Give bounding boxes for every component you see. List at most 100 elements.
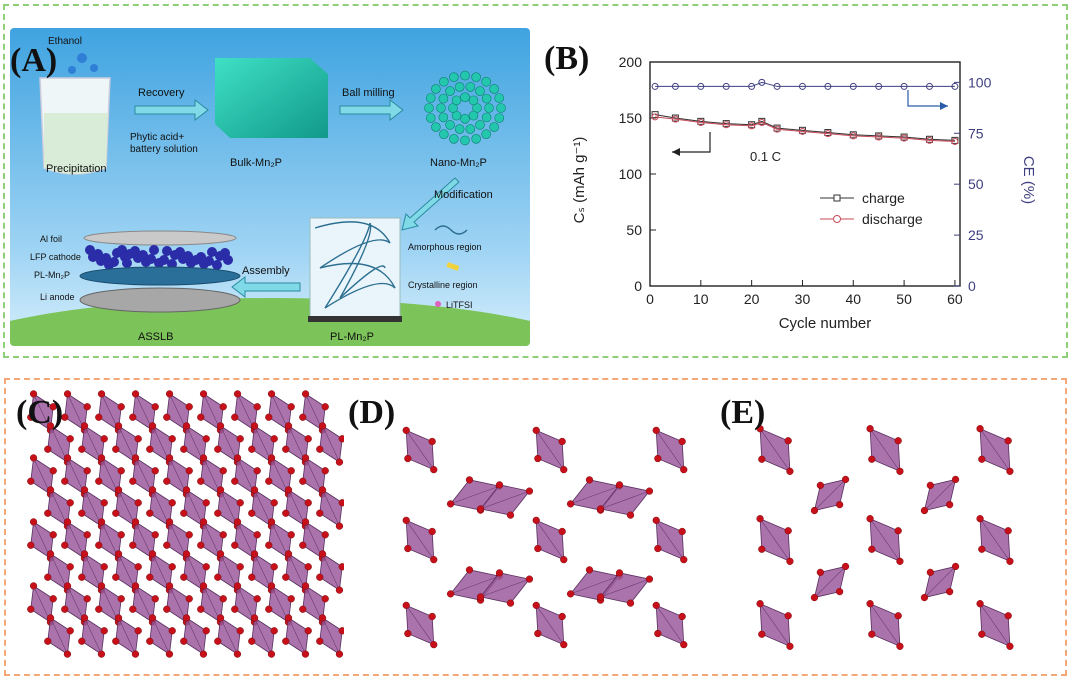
recovery-arrow (134, 98, 209, 122)
oxygen-atom (267, 650, 276, 658)
cathode-particle (141, 257, 151, 267)
oxygen-atom (287, 595, 295, 603)
y2-tick-label: 75 (968, 125, 984, 141)
cathode-particle (96, 256, 106, 266)
oxygen-atom (148, 422, 157, 430)
oxygen-atom (129, 605, 137, 613)
polymer-fiber (324, 282, 396, 309)
oxygen-atom (61, 605, 69, 613)
nano-particle (496, 103, 506, 113)
oxygen-atom (652, 516, 660, 524)
oxygen-atom (978, 545, 986, 553)
oxygen-atom (654, 544, 662, 553)
nano-particle (425, 113, 436, 123)
panel-label-b: (B) (544, 40, 590, 77)
nano-particle (481, 112, 492, 123)
oxygen-atom (786, 557, 794, 565)
oxygen-atom (318, 422, 327, 430)
discharge-point (722, 121, 730, 129)
oxygen-atom (534, 454, 542, 463)
oxygen-atom (532, 426, 540, 434)
oxygen-atom (182, 486, 191, 494)
oxygen-atom (233, 650, 242, 658)
oxygen-atom (78, 573, 86, 581)
oxygen-atom (335, 458, 344, 466)
oxygen-atom (131, 582, 140, 590)
oxygen-atom (402, 516, 410, 524)
oxygen-atom (117, 531, 125, 539)
oxygen-atom (182, 614, 191, 622)
oxygen-atom (197, 477, 205, 485)
oxygen-atom (951, 562, 960, 571)
oxygen-atom (946, 501, 954, 509)
x-tick-label: 40 (845, 291, 861, 307)
oxygen-atom (95, 413, 103, 421)
oxygen-atom (248, 445, 256, 453)
oxygen-atom (920, 593, 929, 602)
top-frame (3, 4, 1068, 358)
oxygen-atom (100, 499, 108, 507)
discharge-point (697, 118, 705, 126)
discharge-point (824, 130, 832, 138)
oxygen-atom (284, 422, 293, 430)
oxygen-atom (287, 531, 295, 539)
y-axis-label: Cₛ (mAh g⁻¹) (571, 137, 588, 224)
oxygen-atom (146, 445, 154, 453)
y-tick-label: 50 (626, 222, 642, 238)
oxygen-atom (151, 467, 159, 475)
x-tick-label: 60 (947, 291, 963, 307)
oxygen-atom (114, 422, 123, 430)
nano-particle (475, 86, 485, 96)
oxygen-atom (756, 515, 764, 523)
series-line-discharge (655, 116, 955, 143)
oxygen-atom (560, 641, 568, 649)
oxygen-atom (83, 467, 91, 475)
discharge-point (773, 125, 781, 133)
oxygen-atom (250, 486, 259, 494)
oxygen-atom (165, 582, 174, 590)
oxygen-atom (63, 518, 72, 526)
oxygen-atom (182, 550, 191, 558)
oxygen-atom (61, 477, 69, 485)
oxygen-atom (301, 582, 310, 590)
oxygen-atom (250, 422, 259, 430)
oxygen-atom (185, 467, 193, 475)
oxygen-atom (318, 614, 327, 622)
oxygen-atom (117, 467, 125, 475)
y2-tick-label: 25 (968, 227, 984, 243)
oxygen-atom (114, 550, 123, 558)
ce-point (824, 82, 832, 90)
oxygen-atom (265, 541, 273, 549)
oxygen-atom (148, 486, 157, 494)
oxygen-atom (926, 481, 934, 489)
oxygen-atom (428, 527, 436, 536)
oxygen-atom (216, 550, 225, 558)
oxygen-atom (894, 527, 902, 535)
oxygen-atom (868, 630, 876, 638)
oxygen-atom (165, 518, 174, 526)
oxygen-atom (163, 541, 171, 549)
oxygen-atom (534, 544, 542, 553)
oxygen-atom (810, 506, 819, 515)
charge-point (651, 111, 659, 119)
oxygen-atom (430, 556, 438, 564)
oxygen-atom (495, 569, 504, 577)
legend-marker (833, 194, 841, 202)
oxygen-atom (112, 509, 120, 517)
oxygen-atom (335, 650, 344, 658)
pl-label: PL-Mn₂P (330, 331, 374, 343)
y2-tick-label: 0 (968, 278, 976, 294)
cathode-particle (178, 254, 188, 264)
discharge-point (671, 115, 679, 123)
oxygen-atom (978, 455, 986, 463)
ce-point (900, 82, 908, 90)
polymer-fiber (314, 221, 391, 244)
ce-point (798, 82, 806, 90)
oxygen-atom (46, 614, 55, 622)
y-tick-label: 150 (619, 110, 643, 126)
oxygen-atom (446, 590, 455, 598)
oxygen-atom (894, 437, 902, 445)
al-foil-layer (83, 230, 237, 246)
oxygen-atom (338, 627, 344, 635)
discharge-point (758, 118, 766, 126)
